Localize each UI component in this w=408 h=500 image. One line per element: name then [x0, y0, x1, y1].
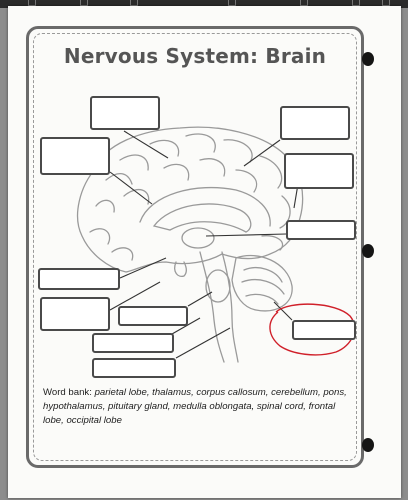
label-box[interactable] [292, 320, 356, 340]
label-box[interactable] [280, 106, 350, 140]
gyrus-fold [95, 199, 115, 213]
label-box[interactable] [118, 306, 188, 326]
cerebellum-fold [245, 293, 279, 305]
toolbar-icon[interactable] [382, 0, 390, 6]
toolbar-icon[interactable] [28, 0, 36, 6]
viewer-top-bar [0, 0, 408, 8]
leader-line [171, 317, 201, 335]
leader-line [119, 257, 167, 279]
cingulate-fold [139, 186, 271, 227]
corpus-callosum [152, 203, 252, 233]
gyrus-fold [259, 155, 283, 189]
frame-inner-border [33, 33, 357, 461]
toolbar-icon[interactable] [80, 0, 88, 6]
gyrus-fold [223, 139, 253, 163]
word-bank-terms: parietal lobe, thalamus, corpus callosum… [43, 387, 347, 426]
annotation-circle [269, 303, 355, 356]
leader-line [243, 139, 281, 167]
label-box[interactable] [40, 137, 110, 175]
gyrus-fold [185, 133, 216, 153]
cerebellum-fold [241, 279, 285, 295]
toolbar-icon[interactable] [352, 0, 360, 6]
label-box[interactable] [40, 297, 110, 331]
word-bank-label: Word bank: [43, 387, 95, 398]
label-box[interactable] [284, 153, 354, 189]
cerebellum-outline [231, 254, 293, 312]
cerebellum-fold [243, 267, 283, 283]
label-box[interactable] [92, 333, 174, 353]
gyrus-fold [163, 163, 190, 181]
leader-line [273, 301, 293, 321]
gyrus-fold [149, 139, 180, 157]
toolbar-icon[interactable] [300, 0, 308, 6]
gyrus-fold [279, 195, 291, 229]
label-box[interactable] [38, 268, 120, 290]
gyrus-fold [235, 169, 258, 193]
gyrus-fold [119, 154, 149, 171]
thalamus-shape [181, 227, 215, 249]
gyrus-fold [111, 247, 134, 261]
leader-line [205, 233, 287, 237]
leader-line [187, 291, 213, 307]
gyrus-fold [105, 173, 133, 185]
word-bank: Word bank: parietal lobe, thalamus, corp… [43, 386, 349, 428]
pons-shape [205, 269, 231, 303]
gyrus-fold [199, 158, 226, 177]
binder-hole-icon [362, 244, 374, 258]
page-title: Nervous System: Brain [63, 44, 327, 68]
leader-line [123, 130, 169, 159]
brainstem [199, 251, 239, 363]
worksheet-page [8, 6, 401, 498]
binder-hole-icon [362, 52, 374, 66]
leader-line [109, 281, 161, 311]
binder-hole-icon [362, 438, 374, 452]
pituitary-shape [174, 261, 187, 278]
leader-line [109, 171, 153, 205]
toolbar-icon[interactable] [130, 0, 138, 6]
label-box[interactable] [92, 358, 176, 378]
leader-line [175, 327, 231, 359]
brain-outline [76, 126, 304, 273]
gyrus-fold [261, 235, 284, 251]
label-box[interactable] [286, 220, 356, 240]
toolbar-icon[interactable] [228, 0, 236, 6]
gyrus-fold [89, 228, 111, 245]
label-box[interactable] [90, 96, 160, 130]
